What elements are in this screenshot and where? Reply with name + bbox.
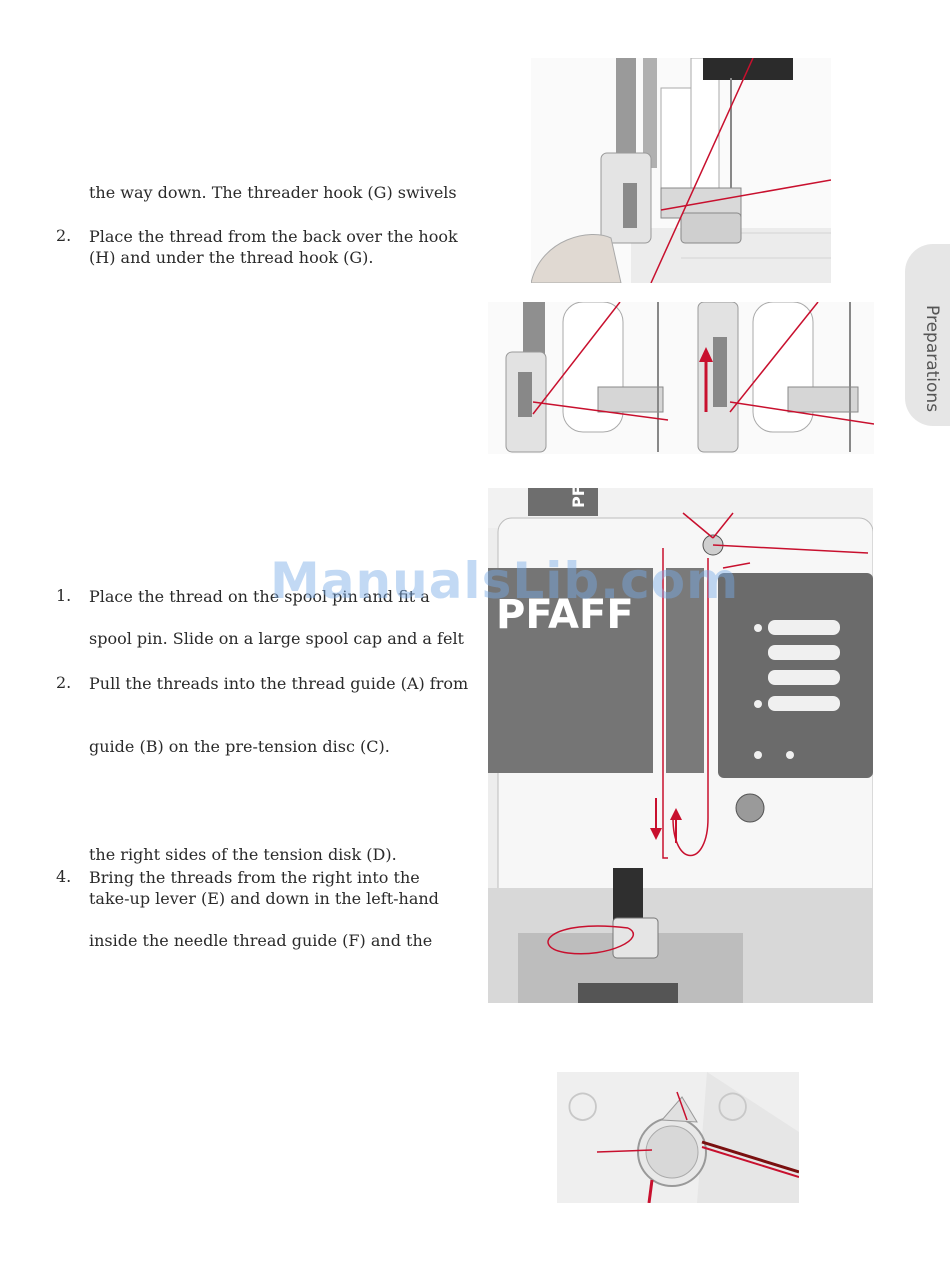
threader-detail-illustration [488, 302, 874, 454]
threader-line-swivels: the way down. The threader hook (G) swiv… [89, 183, 457, 202]
threading-step4-line3: inside the needle thread guide (F) and t… [89, 931, 433, 950]
threading-step4-line2: take-up lever (E) and down in the left-h… [89, 889, 439, 908]
threading-step3-line: the right sides of the tension disk (D). [89, 845, 397, 864]
threading-step2-number: 2. [56, 673, 72, 692]
threading-step2-line2: guide (B) on the pre-tension disc (C). [89, 737, 390, 756]
section-tab [905, 244, 950, 426]
threading-step4-line1: Bring the threads from the right into th… [89, 868, 420, 887]
threading-step1-number: 1. [56, 586, 72, 605]
threading-step4-number: 4. [56, 867, 72, 886]
threader-step2-line1: Place the thread from the back over the … [89, 227, 458, 246]
threader-step2-number: 2. [56, 226, 72, 245]
threading-step1-line1: Place the thread on the spool pin and fi… [89, 587, 430, 606]
threader-illustration [531, 58, 831, 283]
threading-step2-line1: Pull the threads into the thread guide (… [89, 674, 469, 693]
machine-threading-illustration: PFA PFAFF [488, 488, 873, 1003]
section-tab-label: Preparations [922, 305, 942, 413]
machine-brand-top: PFA [569, 488, 588, 508]
watermark: ManualsLib.com [270, 552, 740, 610]
threading-step1-line2: spool pin. Slide on a large spool cap an… [89, 629, 464, 648]
svg-text:◯: ◯ [567, 1088, 598, 1121]
threader-step2-line2: (H) and under the thread hook (G). [89, 248, 374, 267]
machine-brand: PFAFF [496, 592, 634, 638]
svg-text:◯: ◯ [717, 1088, 748, 1121]
tension-dial-illustration: ◯ ◯ [557, 1072, 799, 1203]
